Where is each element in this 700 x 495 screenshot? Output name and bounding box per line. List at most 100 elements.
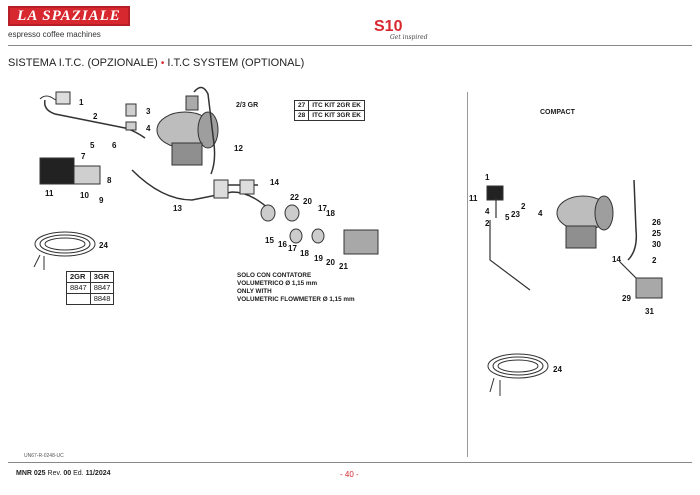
callout-21: 21: [339, 262, 348, 271]
callout-11: 11: [45, 189, 54, 198]
callout-7: 7: [81, 152, 86, 161]
callout-10: 10: [80, 191, 89, 200]
page-number: - 40 -: [340, 470, 359, 479]
callout-9: 9: [99, 196, 104, 205]
kit-num: 28: [293, 110, 310, 121]
footer-divider: [8, 462, 692, 463]
callout-24: 24: [99, 241, 108, 250]
table-row: 8847 8847: [66, 282, 115, 294]
callout-17b: 17: [318, 204, 327, 213]
callout-2: 2: [93, 112, 98, 121]
compact-part-11: [486, 185, 504, 201]
part-4: [125, 121, 137, 131]
note-en-line-1: ONLY WITH: [237, 288, 272, 295]
table-cell: 8848: [89, 293, 115, 305]
manual-code: MNR 025: [16, 470, 46, 477]
part-11-relay: [39, 157, 75, 185]
kit-desc: ITC KIT 3GR EK: [308, 110, 365, 121]
compact-callout-1: 1: [485, 173, 490, 182]
compact-callout-29: 29: [622, 294, 631, 303]
part-3: [125, 103, 137, 117]
rev-label: Rev.: [47, 470, 62, 477]
model-name: S10: [374, 18, 403, 35]
column-header: 3GR: [89, 271, 115, 283]
cable-code-table: 2GR 3GR 8847 8847 8848: [66, 271, 115, 305]
table-row: 8848: [66, 293, 115, 305]
table-row: 28 ITC KIT 3GR EK: [293, 110, 365, 121]
table-cell: 8847: [89, 282, 115, 294]
compact-callout-4a: 4: [485, 207, 490, 216]
footer-edition: MNR 025 Rev. 00 Ed. 11/2024: [16, 470, 111, 477]
section-title-separator: •: [160, 58, 165, 69]
compact-callout-14: 14: [612, 255, 621, 264]
group-block: [171, 142, 203, 166]
ed-label: Ed.: [73, 470, 84, 477]
callout-17a: 17: [288, 244, 297, 253]
header-divider: [8, 45, 692, 46]
tube-2-start: [39, 95, 63, 104]
compact-callout-2b: 2: [485, 219, 490, 228]
part-10-bracket: [73, 165, 101, 185]
kit-num: 27: [293, 100, 310, 111]
model-subtitle: Get inspired: [390, 34, 428, 41]
compact-callout-5: 5: [505, 213, 510, 222]
table-row: 27 ITC KIT 2GR EK: [293, 100, 365, 111]
compact-callout-11: 11: [469, 194, 478, 203]
table-cell: [66, 293, 91, 305]
brand-logo: LA SPAZIALE: [8, 6, 130, 26]
callout-16: 16: [278, 240, 287, 249]
compact-callout-26: 26: [652, 218, 661, 227]
column-header: 2GR: [66, 271, 91, 283]
table-cell: 8847: [66, 282, 91, 294]
note-it-line-1: SOLO CON CONTATORE: [237, 272, 312, 279]
note-en-line-2: VOLUMETRIC FLOWMETER Ø 1,15 mm: [237, 296, 355, 303]
document-code: UN67-R-0248-UC: [24, 453, 64, 459]
callout-20b: 20: [326, 258, 335, 267]
ed-value: 11/2024: [85, 470, 111, 477]
tube-13: [131, 169, 273, 213]
group-label: 2/3 GR: [236, 102, 259, 109]
part-1-fitting: [55, 91, 71, 105]
table-header-row: 2GR 3GR: [66, 271, 115, 283]
callout-1: 1: [79, 98, 84, 107]
compact-cable-24-coil: [487, 353, 549, 379]
compact-part-31: [635, 277, 663, 299]
callout-15: 15: [265, 236, 274, 245]
kit-desc: ITC KIT 2GR EK: [308, 100, 365, 111]
group-top-fitting: [185, 95, 199, 111]
diagram-divider: [467, 92, 468, 457]
compact-callout-4b: 4: [538, 209, 543, 218]
callout-18b: 18: [326, 209, 335, 218]
compact-callout-25: 25: [652, 229, 661, 238]
callout-4: 4: [146, 124, 151, 133]
callout-12: 12: [234, 144, 243, 153]
callout-18a: 18: [300, 249, 309, 258]
section-title: SISTEMA I.T.C. (OPZIONALE) • I.T.C SYSTE…: [8, 57, 304, 69]
section-title-it: SISTEMA I.T.C. (OPZIONALE): [8, 57, 158, 69]
compact-callout-31: 31: [645, 307, 654, 316]
callout-6: 6: [112, 141, 117, 150]
callout-19: 19: [314, 254, 323, 263]
compact-callout-2c: 2: [652, 256, 657, 265]
tube-12: [193, 86, 216, 175]
tube-2: [43, 99, 146, 139]
callout-14: 14: [270, 178, 279, 187]
rev-value: 00: [63, 470, 72, 477]
itc-kit-table: 27 ITC KIT 2GR EK 28 ITC KIT 3GR EK: [293, 100, 365, 121]
compact-callout-30: 30: [652, 240, 661, 249]
flowmeter-note: SOLO CON CONTATORE VOLUMETRICO Ø 1,15 mm…: [237, 272, 355, 304]
callout-8: 8: [107, 176, 112, 185]
compact-title: COMPACT: [540, 109, 575, 116]
callout-13: 13: [173, 204, 182, 213]
part-21-flowmeter: [343, 229, 379, 255]
compact-callout-23: 23: [511, 210, 520, 219]
compact-tube: [627, 179, 638, 261]
compact-callout-24: 24: [553, 365, 562, 374]
callout-22: 22: [290, 193, 299, 202]
callout-3: 3: [146, 107, 151, 116]
cable-24-coil: [34, 231, 96, 257]
section-title-en: I.T.C SYSTEM (OPTIONAL): [167, 57, 305, 69]
compact-callout-2a: 2: [521, 202, 526, 211]
callout-20a: 20: [303, 197, 312, 206]
